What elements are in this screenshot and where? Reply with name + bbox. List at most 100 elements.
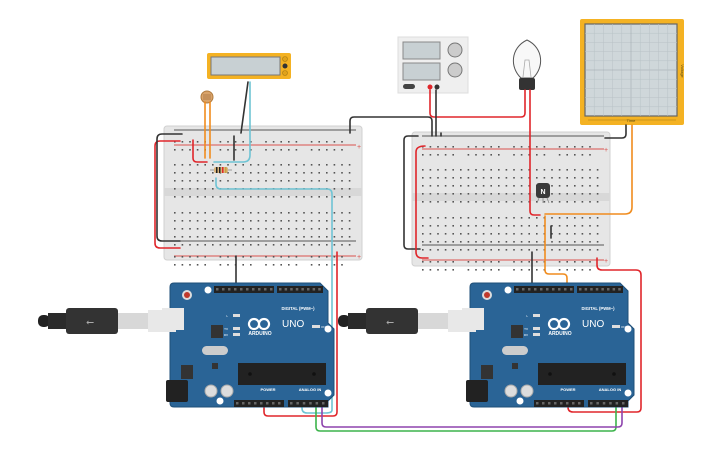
breadboard-hole[interactable] <box>174 244 176 246</box>
breadboard-hole[interactable] <box>498 146 500 148</box>
breadboard-hole[interactable] <box>520 185 523 187</box>
breadboard-hole[interactable] <box>589 193 591 195</box>
breadboard-hole[interactable] <box>318 236 320 238</box>
breadboard-hole[interactable] <box>437 269 439 271</box>
breadboard-hole[interactable] <box>280 244 282 246</box>
header-pin[interactable] <box>290 402 293 405</box>
breadboard-hole[interactable] <box>348 228 351 230</box>
breadboard-hole[interactable] <box>310 264 313 266</box>
breadboard-hole[interactable] <box>326 196 328 198</box>
breadboard-hole[interactable] <box>528 249 530 251</box>
breadboard-hole[interactable] <box>303 212 305 214</box>
breadboard-hole[interactable] <box>589 225 591 227</box>
breadboard-hole[interactable] <box>341 220 343 222</box>
breadboard-hole[interactable] <box>574 261 576 263</box>
breadboard-hole[interactable] <box>234 228 237 230</box>
breadboard-hole[interactable] <box>250 180 252 182</box>
breadboard-hole[interactable] <box>482 185 485 187</box>
breadboard-hole[interactable] <box>303 164 305 166</box>
resistor[interactable] <box>210 167 232 173</box>
breadboard-hole[interactable] <box>437 146 439 148</box>
breadboard-hole[interactable] <box>204 264 206 266</box>
breadboard-hole[interactable] <box>475 146 477 148</box>
breadboard-hole[interactable] <box>551 193 553 195</box>
power-jack[interactable] <box>466 380 488 402</box>
breadboard-hole[interactable] <box>490 193 492 195</box>
breadboard-hole[interactable] <box>475 225 477 227</box>
breadboard-hole[interactable] <box>333 264 336 266</box>
breadboard-hole[interactable] <box>272 196 275 198</box>
breadboard-hole[interactable] <box>520 146 523 148</box>
breadboard-hole[interactable] <box>265 172 267 174</box>
breadboard-hole[interactable] <box>581 225 584 227</box>
breadboard-hole[interactable] <box>566 169 568 171</box>
breadboard-hole[interactable] <box>460 249 462 251</box>
header-pin[interactable] <box>542 402 545 405</box>
breadboard-hole[interactable] <box>295 172 298 174</box>
breadboard-hole[interactable] <box>475 269 477 271</box>
breadboard-hole[interactable] <box>429 193 432 195</box>
breadboard-hole[interactable] <box>174 172 176 174</box>
breadboard-hole[interactable] <box>348 188 351 190</box>
breadboard-hole[interactable] <box>288 256 290 258</box>
breadboard-hole[interactable] <box>310 180 313 182</box>
breadboard-hole[interactable] <box>467 193 470 195</box>
breadboard-hole[interactable] <box>189 236 191 238</box>
header-pin[interactable] <box>615 402 619 405</box>
breadboard-hole[interactable] <box>348 220 351 222</box>
header-pin[interactable] <box>546 288 549 291</box>
power-header[interactable] <box>534 400 584 407</box>
breadboard-hole[interactable] <box>333 212 336 214</box>
breadboard-hole[interactable] <box>341 212 343 214</box>
header-pin[interactable] <box>618 288 621 291</box>
breadboard-hole[interactable] <box>475 154 477 156</box>
breadboard-hole[interactable] <box>288 212 290 214</box>
breadboard-hole[interactable] <box>196 141 199 143</box>
voltage-knob[interactable] <box>447 42 463 58</box>
header-pin[interactable] <box>579 288 582 291</box>
breadboard-hole[interactable] <box>513 269 515 271</box>
breadboard-hole[interactable] <box>288 244 290 246</box>
breadboard-hole[interactable] <box>482 201 485 203</box>
breadboard-hole[interactable] <box>558 225 561 227</box>
breadboard-hole[interactable] <box>181 228 184 230</box>
breadboard-hole[interactable] <box>257 164 260 166</box>
breadboard-hole[interactable] <box>189 180 191 182</box>
breadboard-hole[interactable] <box>558 233 561 235</box>
light-bulb[interactable] <box>513 39 541 90</box>
breadboard-hole[interactable] <box>318 172 320 174</box>
digital-header-2[interactable] <box>277 286 323 293</box>
header-pin[interactable] <box>290 288 293 291</box>
breadboard-hole[interactable] <box>513 154 515 156</box>
breadboard-hole[interactable] <box>444 154 447 156</box>
breadboard-hole[interactable] <box>318 180 320 182</box>
breadboard-hole[interactable] <box>310 256 313 258</box>
breadboard-hole[interactable] <box>341 264 343 266</box>
breadboard-hole[interactable] <box>536 169 538 171</box>
breadboard-hole[interactable] <box>219 228 222 230</box>
breadboard-hole[interactable] <box>475 201 477 203</box>
breadboard-hole[interactable] <box>234 236 237 238</box>
breadboard-hole[interactable] <box>196 220 199 222</box>
breadboard-hole[interactable] <box>242 228 244 230</box>
breadboard-hole[interactable] <box>467 241 470 243</box>
breadboard-hole[interactable] <box>204 212 206 214</box>
breadboard-hole[interactable] <box>189 264 191 266</box>
breadboard-hole[interactable] <box>581 169 584 171</box>
breadboard-hole[interactable] <box>513 261 515 263</box>
breadboard-hole[interactable] <box>460 241 462 243</box>
breadboard-hole[interactable] <box>551 201 553 203</box>
breadboard-hole[interactable] <box>536 225 538 227</box>
header-pin[interactable] <box>236 402 239 405</box>
breadboard-hole[interactable] <box>558 261 561 263</box>
breadboard-hole[interactable] <box>520 177 523 179</box>
breadboard-hole[interactable] <box>204 228 206 230</box>
breadboard-hole[interactable] <box>460 177 462 179</box>
header-pin[interactable] <box>612 288 616 291</box>
breadboard-hole[interactable] <box>250 149 252 151</box>
breadboard-hole[interactable] <box>333 141 336 143</box>
digital-header-2[interactable] <box>577 286 623 293</box>
breadboard-hole[interactable] <box>566 261 568 263</box>
breadboard-hole[interactable] <box>326 180 328 182</box>
